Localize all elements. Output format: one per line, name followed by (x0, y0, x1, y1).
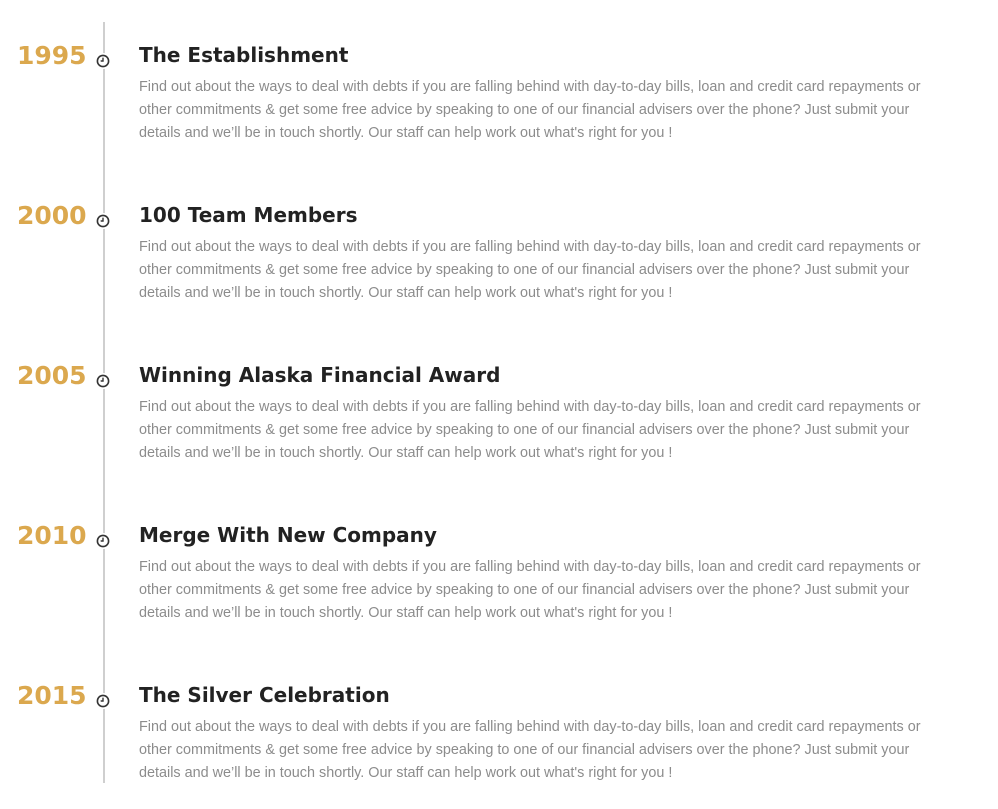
timeline-year: 2000 (17, 201, 87, 230)
timeline-title: Merge With New Company (139, 523, 437, 547)
timeline-description: Find out about the ways to deal with deb… (139, 719, 921, 781)
timeline-year: 1995 (17, 41, 87, 70)
timeline-entry-2005: 2005 Winning Alaska Financial Award Find… (0, 346, 998, 486)
clock-icon (95, 53, 111, 69)
clock-icon (95, 213, 111, 229)
timeline-year: 2015 (17, 681, 87, 710)
timeline-entry-2000: 2000 100 Team Members Find out about the… (0, 186, 998, 326)
clock-icon (95, 533, 111, 549)
clock-icon (95, 373, 111, 389)
timeline-description: Find out about the ways to deal with deb… (139, 239, 921, 301)
timeline-title: The Silver Celebration (139, 683, 390, 707)
timeline-title: Winning Alaska Financial Award (139, 363, 501, 387)
timeline-entry-1995: 1995 The Establishment Find out about th… (0, 26, 998, 166)
timeline-title: 100 Team Members (139, 203, 358, 227)
timeline-description: Find out about the ways to deal with deb… (139, 399, 921, 461)
timeline-title: The Establishment (139, 43, 349, 67)
timeline-line (103, 22, 105, 783)
timeline-year: 2010 (17, 521, 87, 550)
timeline-description: Find out about the ways to deal with deb… (139, 79, 921, 141)
timeline-entry-2010: 2010 Merge With New Company Find out abo… (0, 506, 998, 646)
timeline-description: Find out about the ways to deal with deb… (139, 559, 921, 621)
clock-icon (95, 693, 111, 709)
timeline-entry-2015: 2015 The Silver Celebration Find out abo… (0, 666, 998, 806)
timeline-year: 2005 (17, 361, 87, 390)
